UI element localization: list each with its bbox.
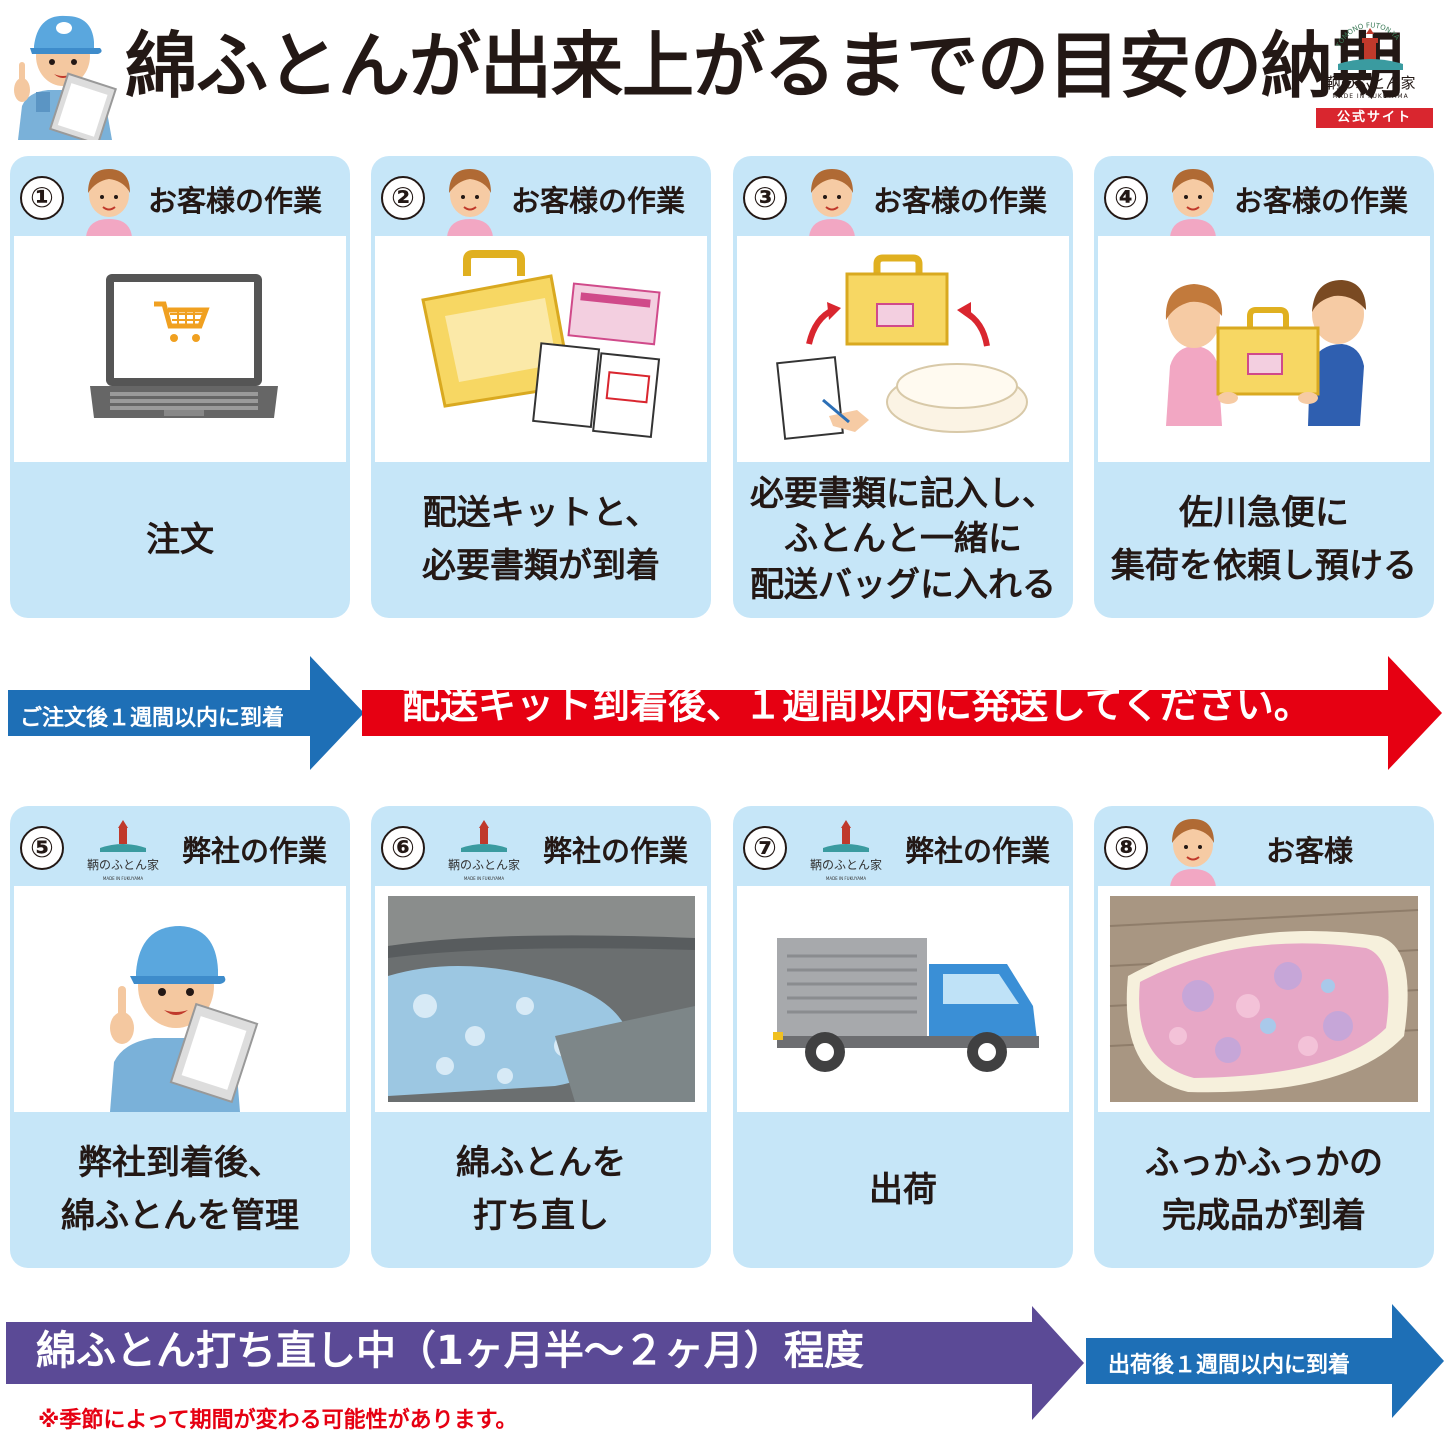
svg-text:MADE IN FUKUYAMA: MADE IN FUKUYAMA bbox=[103, 876, 144, 881]
step-card-4: ④ お客様の作業 佐川急便に 集荷を依頼し預ける bbox=[1094, 156, 1434, 618]
step-number: ③ bbox=[743, 176, 787, 220]
step-illustration bbox=[375, 886, 707, 1112]
handover-icon bbox=[1165, 280, 1366, 426]
step-number: ① bbox=[20, 176, 64, 220]
step-card-7: ⑦ 鞆のふとん家 MADE IN FUKUYAMA 弊社の作業 出荷 bbox=[733, 806, 1073, 1268]
blue-timeline-arrow bbox=[8, 656, 364, 770]
step-number: ⑥ bbox=[381, 826, 425, 870]
season-note: ※季節によって期間が変わる可能性があります。 bbox=[38, 1408, 518, 1433]
step-heading: 弊社の作業 bbox=[182, 834, 328, 868]
laptop-cart-icon bbox=[90, 274, 278, 418]
purple-timeline-arrow bbox=[6, 1306, 1084, 1420]
futon-machine-photo bbox=[388, 896, 695, 1102]
logo-subtitle: MADE IN FUKUYAMA bbox=[1332, 93, 1409, 100]
step-illustration bbox=[1098, 236, 1430, 462]
page-title: 綿ふとんが出来上がるまでの目安の納期 bbox=[125, 24, 1404, 108]
finished-futon-photo bbox=[1109, 896, 1419, 1102]
blue-arrow-label: ご注文後１週間以内に到着 bbox=[20, 706, 285, 731]
step-card-3: ③ お客様の作業 必要書類に記入し、 ふとんと一緒に 配送バッグに入れる bbox=[733, 156, 1073, 618]
company-logo-icon: 鞆のふとん家 MADE IN FUKUYAMA bbox=[810, 820, 882, 881]
company-logo-icon: 鞆のふとん家 MADE IN FUKUYAMA bbox=[87, 820, 159, 881]
step-illustration bbox=[737, 886, 1069, 1112]
step-illustration bbox=[14, 236, 346, 462]
step-illustration bbox=[737, 236, 1069, 462]
step-caption: 綿ふとんを 打ち直し bbox=[456, 1143, 626, 1236]
customer-avatar-icon bbox=[447, 169, 493, 237]
step-heading: お客様の作業 bbox=[511, 184, 686, 218]
step-number: ⑧ bbox=[1104, 826, 1148, 870]
step-illustration bbox=[1098, 886, 1430, 1112]
step-heading: 弊社の作業 bbox=[543, 834, 689, 868]
company-logo-icon: 鞆のふとん家 MADE IN FUKUYAMA bbox=[448, 820, 520, 881]
blue-shipping-arrow-label: 出荷後１週間以内に到着 bbox=[1108, 1353, 1351, 1378]
step-heading: お客様の作業 bbox=[873, 184, 1048, 218]
step-illustration bbox=[14, 886, 346, 1112]
customer-avatar-icon bbox=[1170, 169, 1216, 237]
step-card-1: ① お客様の作業 注文 bbox=[10, 156, 350, 618]
delivery-kit-icon bbox=[421, 250, 661, 439]
step-caption: 弊社到着後、 綿ふとんを管理 bbox=[61, 1143, 299, 1236]
step-illustration bbox=[375, 236, 707, 462]
official-site-badge[interactable]: 公式サイト bbox=[1316, 108, 1433, 128]
svg-text:鞆のふとん家: 鞆のふとん家 bbox=[448, 857, 520, 872]
step-heading: 弊社の作業 bbox=[905, 834, 1051, 868]
logo-name: 鞆のふとん家 bbox=[1325, 74, 1416, 92]
svg-text:鞆のふとん家: 鞆のふとん家 bbox=[810, 857, 882, 872]
customer-avatar-icon bbox=[1170, 819, 1216, 887]
step-heading: お客様の作業 bbox=[148, 184, 323, 218]
customer-avatar-icon bbox=[809, 169, 855, 237]
step-card-6: ⑥ 鞆のふとん家 MADE IN FUKUYAMA 弊社の作業 綿ふとんを 打ち… bbox=[371, 806, 711, 1268]
red-timeline-arrow bbox=[362, 656, 1442, 770]
step-number: ⑦ bbox=[743, 826, 787, 870]
step-caption: 注文 bbox=[146, 519, 214, 560]
step-heading: お客様の作業 bbox=[1234, 184, 1409, 218]
svg-text:MADE IN FUKUYAMA: MADE IN FUKUYAMA bbox=[826, 876, 867, 881]
red-arrow-label: 配送キット到着後、１週間以内に発送してください。 bbox=[402, 683, 1312, 727]
worker-mascot-icon bbox=[14, 15, 117, 140]
brand-logo[interactable]: TOMONO FUTON-YA 鞆のふとん家 MADE IN FUKUYAMA … bbox=[1308, 20, 1433, 132]
step-caption: 必要書類に記入し、 ふとんと一緒に 配送バッグに入れる bbox=[750, 474, 1056, 605]
svg-text:鞆のふとん家: 鞆のふとん家 bbox=[87, 857, 159, 872]
delivery-truck-icon bbox=[773, 938, 1039, 1072]
step-card-5: ⑤ 鞆のふとん家 MADE IN FUKUYAMA 弊社の作業 弊社到着後、 綿… bbox=[10, 806, 350, 1268]
step-card-2: ② お客様の作業 配送キットと、 必要書類が到着 bbox=[371, 156, 711, 618]
customer-avatar-icon bbox=[86, 169, 132, 237]
svg-text:MADE IN FUKUYAMA: MADE IN FUKUYAMA bbox=[464, 876, 505, 881]
step-caption: 出荷 bbox=[869, 1169, 937, 1210]
step-heading: お客様 bbox=[1266, 834, 1354, 868]
step-number: ② bbox=[381, 176, 425, 220]
step-caption: 佐川急便に 集荷を依頼し預ける bbox=[1111, 493, 1417, 586]
step-number: ④ bbox=[1104, 176, 1148, 220]
step-number: ⑤ bbox=[20, 826, 64, 870]
step-caption: ふっかふっかの 完成品が到着 bbox=[1145, 1143, 1383, 1236]
lighthouse-icon: TOMONO FUTON-YA bbox=[1334, 21, 1403, 70]
purple-arrow-label: 綿ふとん打ち直し中（1ヶ月半～２ヶ月）程度 bbox=[36, 1328, 864, 1374]
blue-shipping-arrow bbox=[1086, 1304, 1444, 1418]
step-caption: 配送キットと、 必要書類が到着 bbox=[422, 493, 660, 586]
worker-clipboard-icon bbox=[110, 926, 259, 1112]
step-card-8: ⑧ お客様 ふっかふっかの 完成品が到着 bbox=[1094, 806, 1434, 1268]
packing-futon-icon bbox=[776, 254, 1028, 440]
